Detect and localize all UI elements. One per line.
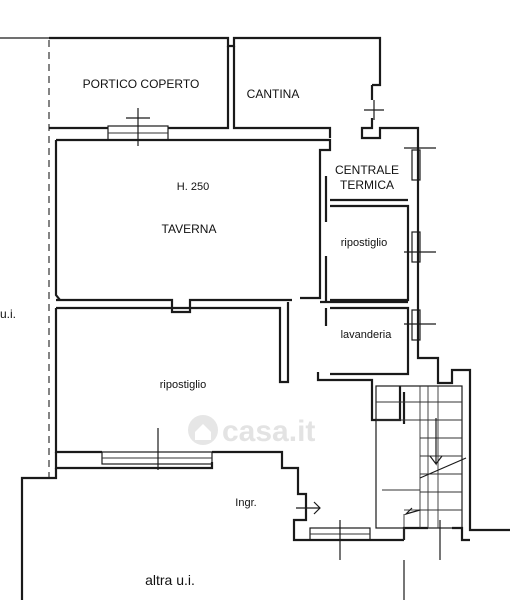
interior-walls [316,176,410,424]
label-ingresso: Ingr. [235,497,256,509]
label-height: H. 250 [177,181,209,193]
label-ripostiglio-large: ripostiglio [160,379,206,391]
label-portico: PORTICO COPERTO [83,77,200,91]
window-ripostiglio-small [411,231,421,263]
section-markers [126,100,441,600]
label-altra-ui-bottom: altra u.i. [145,572,195,588]
stair-break-line [419,457,467,479]
window-centrale [411,149,421,181]
stairs [375,385,467,540]
label-lavanderia: lavanderia [341,329,393,341]
exterior-walls [20,36,510,600]
label-centrale: CENTRALE [335,163,399,177]
label-altra-ui-left: u.i. [0,307,16,321]
label-cantina: CANTINA [247,87,300,101]
label-ripostiglio-small: ripostiglio [341,237,387,249]
arrow-right-icon [296,501,321,515]
watermark-text: casa.it [222,415,315,448]
watermark: casa.it [188,415,315,448]
window-lavanderia [411,309,421,341]
label-termica: TERMICA [340,178,394,192]
label-taverna: TAVERNA [162,222,217,236]
